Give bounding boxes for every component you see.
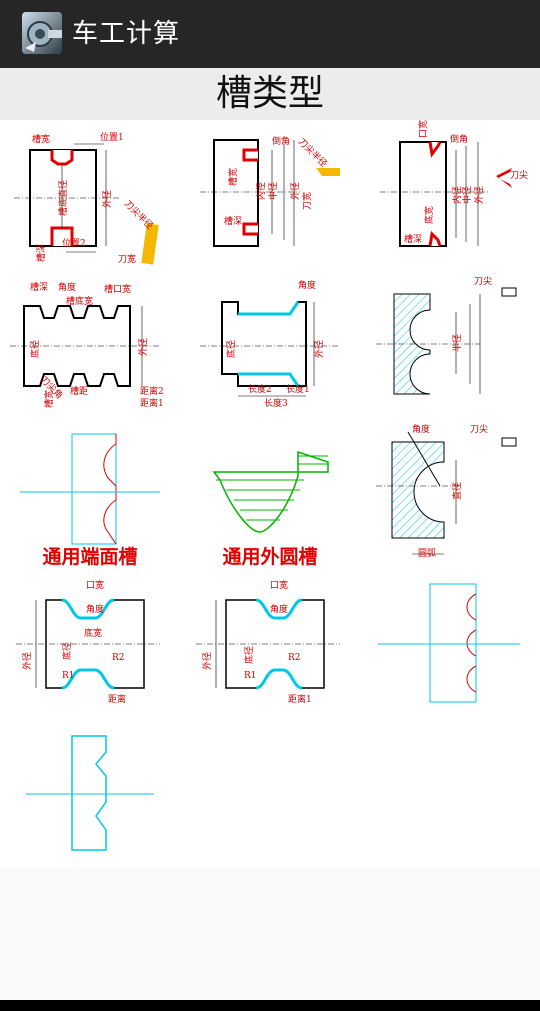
label-mouth-width: 口宽 [417, 120, 429, 138]
label-groove-depth: 槽深 [30, 281, 48, 293]
label-r2: R2 [288, 653, 301, 663]
label-outer-diameter: 外径 [289, 182, 301, 200]
label-outer-diameter: 外径 [101, 190, 113, 208]
navigation-bar [0, 1000, 540, 1011]
groove-item-3[interactable]: 口宽 倒角 外径 中径 内径 底宽 槽深 刀尖 [360, 120, 540, 268]
label-r1: R1 [244, 671, 257, 681]
label-middle-diameter: 中径 [461, 186, 473, 204]
label-bottom-diameter: 底径 [61, 642, 73, 660]
label-radius: 半径 [451, 334, 463, 352]
label-groove-depth: 槽深 [224, 215, 242, 227]
groove-item-11[interactable]: 口宽 角度 外径 底径 R1 R2 距离1 [180, 564, 360, 712]
caption-general-face-groove: 通用端面槽 [42, 546, 138, 568]
label-tool-tip: 刀尖 [474, 275, 492, 287]
label-tool-nose-radius: 刀尖半径 [122, 198, 156, 232]
groove-item-12[interactable] [360, 564, 540, 712]
groove-item-2[interactable]: 倒角 槽宽 中径 内径 外径 槽深 刀宽 刀尖半径 [180, 120, 360, 268]
label-mouth-width: 口宽 [270, 579, 288, 591]
label-distance-1: 距离1 [288, 693, 312, 705]
groove-item-6[interactable]: 刀尖 半径 [360, 268, 540, 416]
label-inner-diameter: 内径 [451, 186, 463, 204]
label-tool-tip: 刀尖 [470, 423, 488, 435]
label-outer-diameter: 外径 [21, 652, 33, 670]
label-outer-diameter: 外径 [313, 340, 325, 358]
label-diameter: 直径 [451, 482, 463, 500]
label-bottom-width: 底宽 [423, 206, 435, 224]
groove-item-9[interactable]: 角度 刀尖 直径 圆弧 [360, 416, 540, 564]
label-tool-tip: 刀尖 [510, 169, 528, 181]
label-length-2: 长度2 [248, 383, 272, 395]
app-bar: 车工计算 [0, 0, 540, 68]
label-groove-width: 槽宽 [32, 133, 50, 145]
groove-item-8[interactable]: 通用外圆槽 [180, 416, 360, 568]
groove-item-1[interactable]: 槽宽 位置1 槽底直径 外径 槽深 位置2 刀宽 刀尖半径 [0, 120, 180, 268]
label-angle: 角度 [412, 423, 430, 435]
label-bottom-diameter: 底径 [243, 646, 255, 664]
groove-item-7[interactable]: 通用端面槽 [0, 416, 180, 568]
label-r2: R2 [112, 653, 125, 663]
label-groove-depth: 槽深 [35, 244, 47, 262]
label-bottom-diameter: 底径 [225, 340, 237, 358]
label-chamfer: 倒角 [272, 135, 290, 147]
label-middle-diameter: 中径 [267, 182, 279, 200]
label-groove-pitch: 槽距 [70, 385, 88, 397]
label-groove-depth: 槽深 [404, 233, 422, 245]
label-angle: 角度 [58, 281, 76, 293]
label-groove-bottom-width: 槽底宽 [66, 295, 93, 307]
label-groove-bottom-diameter: 槽底直径 [57, 180, 69, 216]
label-groove-mouth-width: 槽口宽 [104, 283, 131, 295]
label-length-1: 长度1 [286, 383, 310, 395]
label-groove-width: 槽宽 [43, 390, 55, 408]
label-distance-1: 距离1 [140, 397, 164, 409]
label-tool-width: 刀宽 [118, 253, 136, 265]
label-mouth-width: 口宽 [86, 579, 104, 591]
label-position-1: 位置1 [100, 131, 124, 143]
label-length-3: 长度3 [264, 397, 288, 409]
app-title: 车工计算 [72, 19, 181, 49]
label-tool-width: 刀宽 [301, 192, 313, 210]
label-r1: R1 [62, 671, 75, 681]
label-outer-diameter: 外径 [473, 186, 485, 204]
groove-type-grid: 槽宽 位置1 槽底直径 外径 槽深 位置2 刀宽 刀尖半径 倒角 槽宽 中径 内… [0, 120, 540, 868]
label-bottom-diameter: 底径 [29, 340, 41, 358]
label-arc: 圆弧 [418, 547, 436, 559]
label-angle: 角度 [270, 603, 288, 615]
lathe-app-icon[interactable] [22, 12, 62, 54]
label-angle: 角度 [86, 603, 104, 615]
label-outer-diameter: 外径 [201, 652, 213, 670]
groove-item-13[interactable] [0, 712, 180, 860]
label-distance: 距离 [108, 693, 126, 705]
label-outer-diameter: 外径 [137, 338, 149, 356]
caption-general-outer-groove: 通用外圆槽 [222, 546, 318, 568]
label-angle: 角度 [298, 279, 316, 291]
groove-item-10[interactable]: 口宽 角度 底宽 外径 底径 R1 R2 距离 [0, 564, 180, 712]
groove-item-4[interactable]: 槽深 角度 槽口宽 槽底宽 底径 外径 槽距 槽宽 距离2 距离1 刀尖角 [0, 268, 180, 416]
label-distance-2: 距离2 [140, 385, 164, 397]
label-chamfer: 倒角 [450, 133, 468, 145]
label-tool-nose-radius: 刀尖半径 [296, 136, 330, 170]
label-bottom-width: 底宽 [84, 627, 102, 639]
section-title: 槽类型 [0, 68, 540, 120]
label-inner-diameter: 内径 [255, 182, 267, 200]
label-position-2: 位置2 [62, 237, 86, 249]
groove-item-5[interactable]: 角度 底径 外径 长度2 长度1 长度3 [180, 268, 360, 416]
label-groove-width: 槽宽 [227, 168, 239, 186]
